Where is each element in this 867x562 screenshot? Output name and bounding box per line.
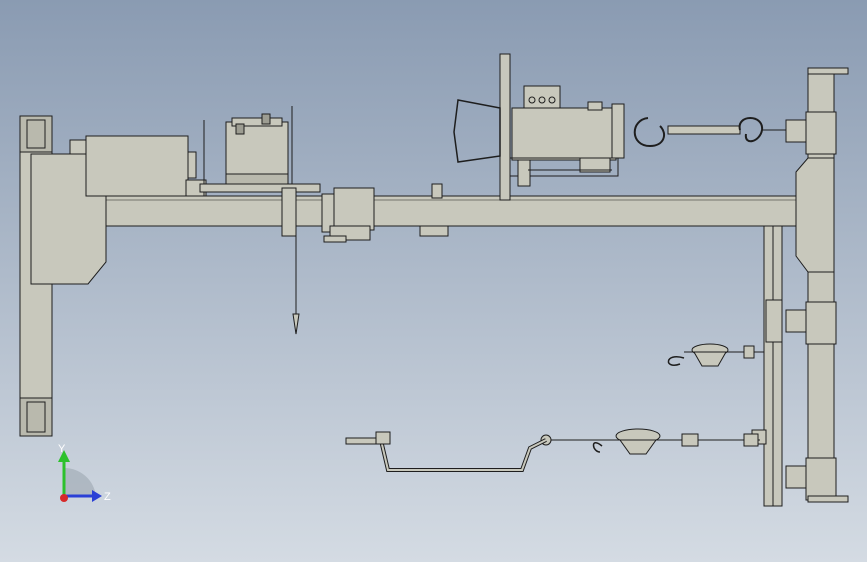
gearbox-unit[interactable] (199, 106, 321, 196)
lower-gauge-assembly[interactable] (345, 428, 760, 472)
triad-plane (64, 467, 96, 496)
y-axis-label: Y (58, 443, 66, 455)
z-arrow-head (92, 490, 102, 502)
motor-housing[interactable] (69, 135, 207, 197)
right-column[interactable] (785, 67, 849, 503)
axis-triad: Y Z (58, 443, 111, 503)
y-arrow-head (58, 450, 70, 462)
beam-clamp-block[interactable] (321, 183, 449, 243)
hanger-rail[interactable] (751, 225, 783, 507)
top-hook-arm[interactable] (633, 117, 806, 148)
main-horizontal-beam[interactable] (105, 195, 797, 227)
x-axis-origin (60, 494, 68, 502)
vertical-probe-rod[interactable] (281, 187, 300, 335)
upper-gauge-assembly[interactable] (667, 343, 764, 367)
flange-fixture[interactable] (453, 53, 625, 201)
z-axis-label: Z (104, 491, 111, 503)
assembly-model[interactable] (19, 53, 849, 507)
